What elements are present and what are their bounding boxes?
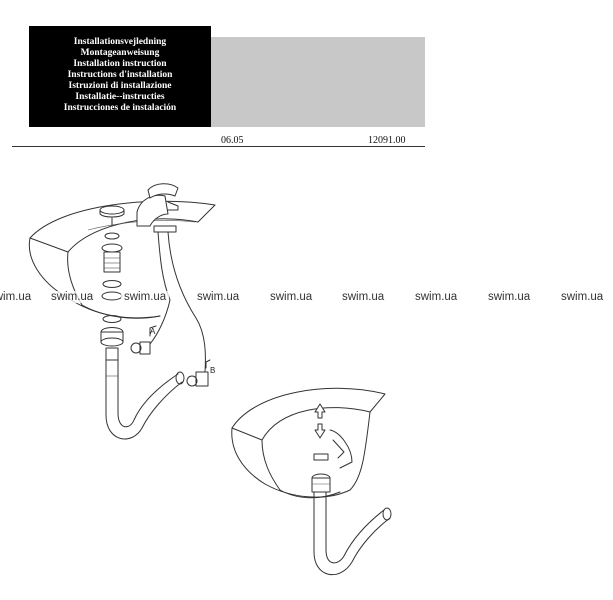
drain-parts-drawing [99,205,125,361]
right-basin-drawing [231,387,386,499]
title-dutch: Installatie--instructies [75,92,165,102]
label-a: A [150,327,156,336]
title-english: Installation instruction [73,59,167,69]
watermark-text: swim.ua [412,291,461,303]
up-arrow-icon [314,403,326,419]
title-spanish: Instrucciones de instalación [63,103,177,113]
watermark-text: swim.ua [267,291,316,303]
right-trap-drawing [311,473,392,576]
watermark-text: swim.ua [339,291,388,303]
title-german: Montageanweisung [80,48,160,58]
gray-panel [211,37,425,127]
faucet-drawing: A B [130,183,215,387]
watermark-text: swim.ua [485,291,534,303]
label-b: B [210,366,215,375]
down-arrow-icon [314,423,326,439]
watermark-row: swim.ua swim.ua swim.ua swim.ua swim.ua … [0,291,613,305]
left-trap-drawing [105,359,185,440]
title-danish: Installationsvejledning [73,37,167,47]
watermark-text: swim.ua [194,291,243,303]
document-date: 06.05 [221,135,244,146]
watermark-text: swim.ua [48,291,97,303]
watermark-text: swim.ua [121,291,170,303]
document-code: 12091.00 [368,135,406,146]
title-french: Instructions d'installation [67,70,173,80]
watermark-text: swim.ua [0,291,35,303]
title-italian: Istruzioni di installazione [68,81,172,91]
header-rule [12,146,425,147]
language-title-list: Installationsvejledning Montageanweisung… [29,37,211,114]
title-block [29,26,211,127]
watermark-text: swim.ua [558,291,607,303]
